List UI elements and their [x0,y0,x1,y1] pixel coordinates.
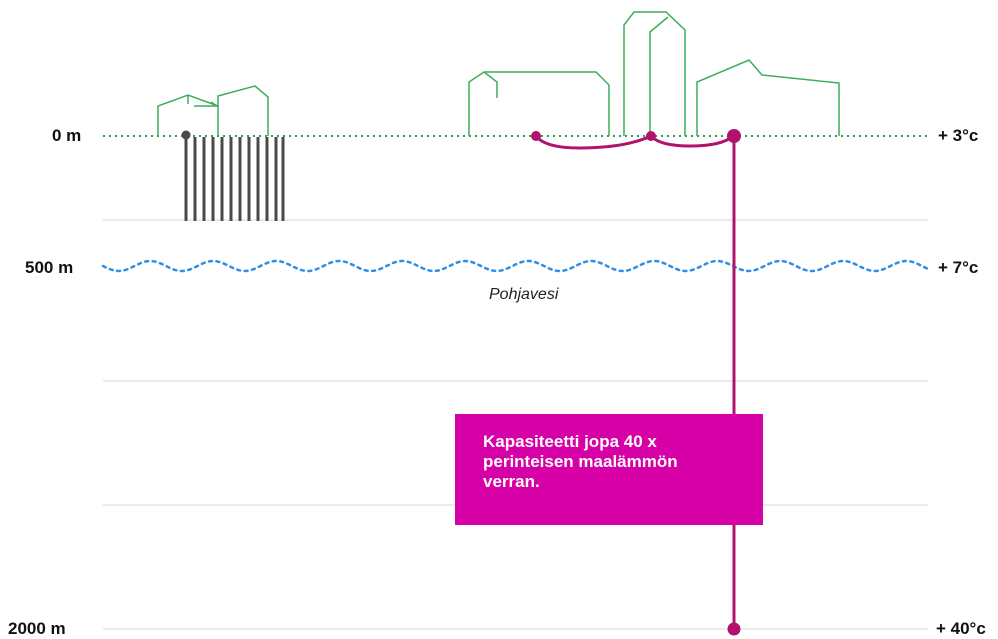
small-houses [157,85,269,136]
temperature-label-bottom: + 40°c [936,619,986,638]
groundwater-label: Pohjavesi [489,286,559,303]
connection-node [531,131,541,141]
shallow-wells [184,137,285,221]
groundwater-line [101,259,929,273]
deep-well-bottom [727,622,741,636]
depth-label-groundwater: 500 m [25,258,74,277]
deep-well [534,134,736,628]
depth-label-surface: 0 m [52,126,82,145]
temperature-label-groundwater: + 7°c [938,258,979,277]
callout-text: Kapasiteetti jopa 40 x perinteisen maalä… [483,432,678,491]
depth-label-bottom: 2000 m [8,619,66,638]
shallow-well-head [181,130,191,140]
deep-well-head [727,129,741,143]
large-buildings [468,11,840,136]
connection-node [646,131,656,141]
temperature-label-surface: + 3°c [938,126,979,145]
callout-box [455,414,763,525]
